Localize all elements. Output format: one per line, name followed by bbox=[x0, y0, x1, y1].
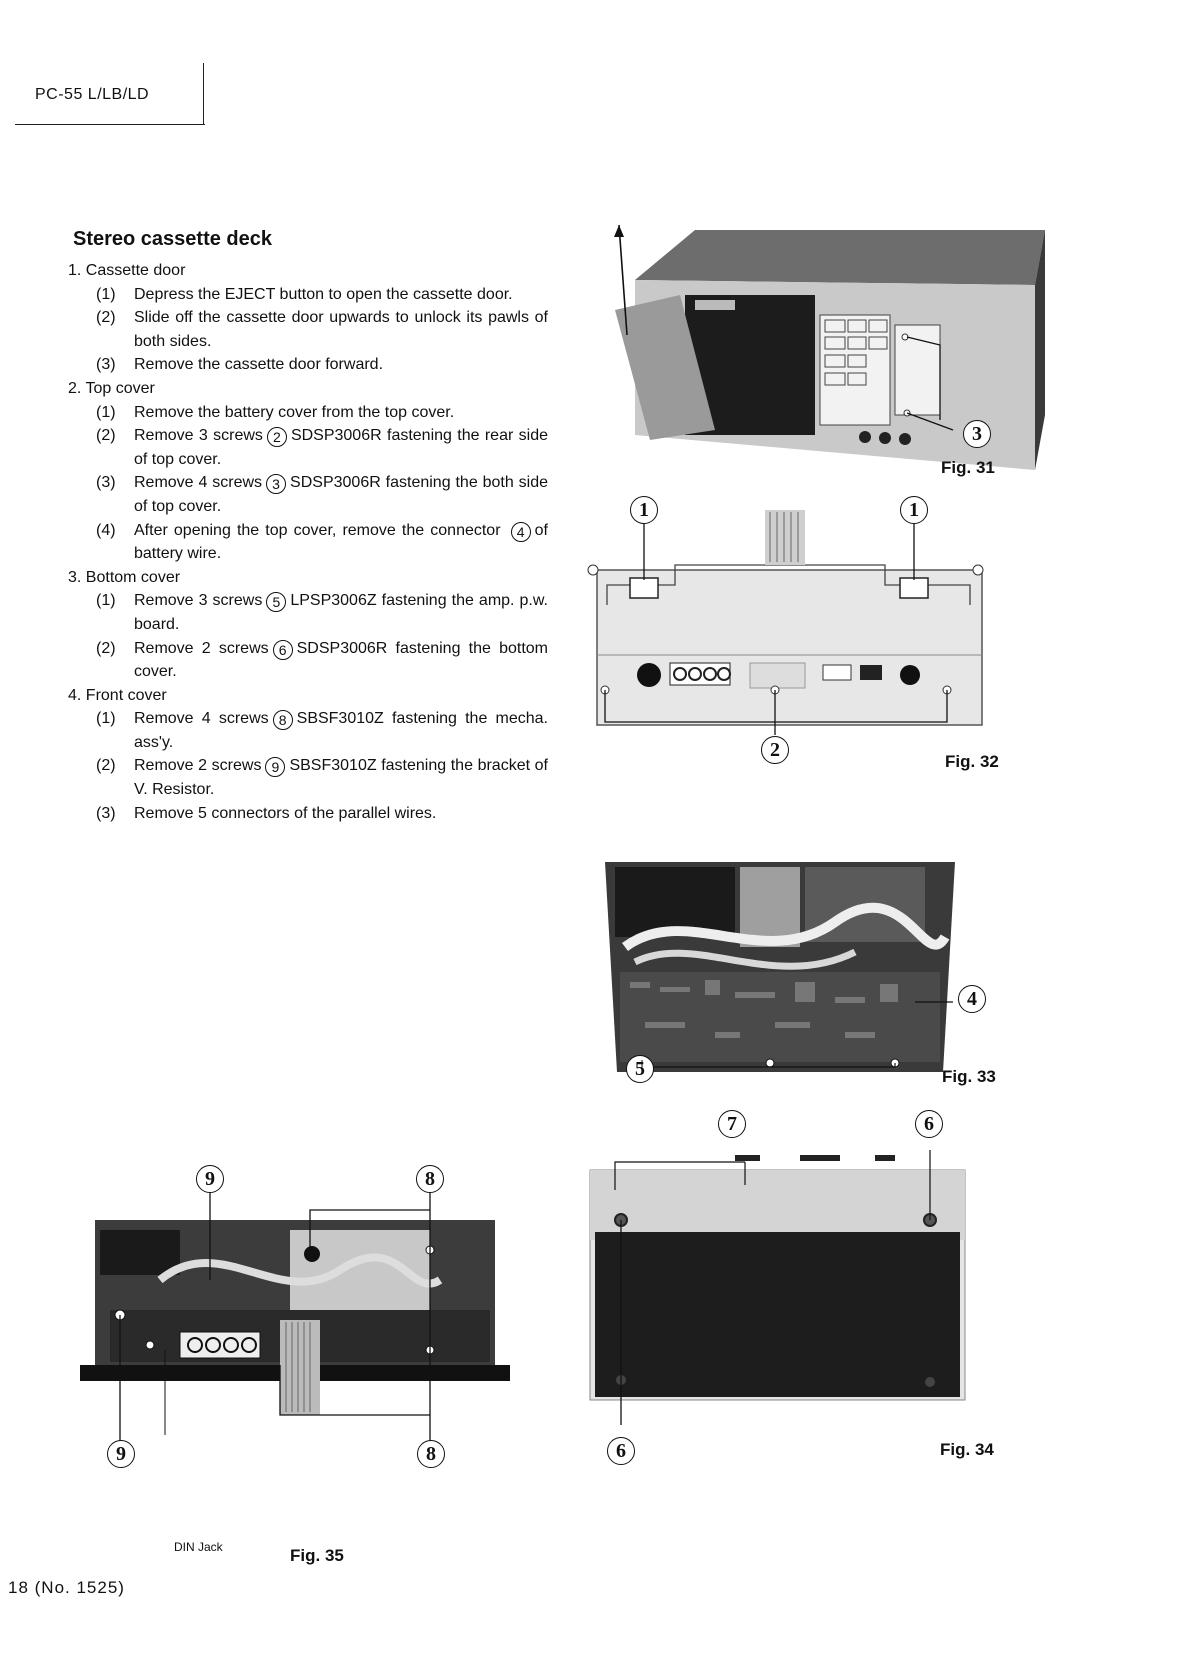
step: 1. Cassette door (1)Depress the EJECT bu… bbox=[68, 259, 548, 377]
sub-step: (2)Slide off the cassette door upwards t… bbox=[96, 309, 548, 350]
sub-step: (1)Depress the EJECT button to open the … bbox=[96, 285, 513, 303]
callout-1-left: 1 bbox=[630, 496, 658, 524]
callout-1-right: 1 bbox=[900, 496, 928, 524]
fig35-caption: Fig. 35 bbox=[290, 1546, 344, 1565]
fig34-caption: Fig. 34 bbox=[940, 1440, 994, 1459]
header-rule bbox=[15, 124, 205, 125]
fig35-photo bbox=[80, 1190, 510, 1445]
step-title: Cassette door bbox=[85, 262, 186, 279]
screw-marker: 5 bbox=[266, 592, 287, 613]
callout-8-top: 8 bbox=[416, 1165, 444, 1193]
callout-6-top: 6 bbox=[915, 1110, 943, 1138]
callout-9-top: 9 bbox=[196, 1165, 224, 1193]
screw-marker: 2 bbox=[266, 427, 287, 448]
callout-9-bottom: 9 bbox=[107, 1440, 135, 1468]
callout-7: 7 bbox=[718, 1110, 746, 1138]
sub-step: (4)After opening the top cover, remove t… bbox=[96, 521, 548, 563]
sub-step: (3)Remove the cassette door forward. bbox=[96, 356, 384, 374]
disassembly-steps: 1. Cassette door (1)Depress the EJECT bu… bbox=[68, 259, 548, 825]
step-title: Front cover bbox=[85, 686, 167, 704]
step-title: Top cover bbox=[85, 379, 155, 397]
step-number: 4. bbox=[68, 686, 82, 704]
callout-5: 5 bbox=[626, 1055, 654, 1083]
page-footer: 18 (No. 1525) bbox=[8, 1578, 125, 1597]
fig34-photo bbox=[589, 1150, 966, 1425]
fig31-photo bbox=[614, 225, 1045, 470]
screw-marker: 9 bbox=[265, 757, 286, 778]
section-title: Stereo cassette deck bbox=[73, 228, 273, 250]
callout-2: 2 bbox=[761, 736, 789, 764]
callout-4: 4 bbox=[958, 985, 986, 1013]
step-number: 2. bbox=[68, 379, 82, 397]
fig33-caption: Fig. 33 bbox=[942, 1067, 996, 1086]
callout-3: 3 bbox=[963, 420, 991, 448]
fig31-caption: Fig. 31 bbox=[941, 458, 995, 477]
screw-marker: 6 bbox=[272, 639, 293, 660]
fig33-photo bbox=[605, 862, 955, 1072]
sub-step: (3)Remove 5 connectors of the parallel w… bbox=[96, 804, 437, 822]
header-rule-vertical bbox=[203, 63, 204, 125]
callout-6-bottom: 6 bbox=[607, 1437, 635, 1465]
model-number: PC-55 L/LB/LD bbox=[35, 86, 150, 103]
callout-5-leader bbox=[641, 1060, 643, 1070]
screw-marker: 8 bbox=[272, 710, 293, 731]
step-number: 3. bbox=[68, 568, 82, 586]
screw-marker: 3 bbox=[266, 474, 287, 495]
connector-marker: 4 bbox=[510, 521, 531, 542]
step-number: 1. bbox=[68, 262, 82, 279]
callout-8-bottom: 8 bbox=[417, 1440, 445, 1468]
fig32-caption: Fig. 32 bbox=[945, 752, 999, 771]
step: 2. Top cover (1)Remove the battery cover… bbox=[68, 377, 548, 566]
fig32-photo bbox=[587, 510, 984, 735]
sub-step: (1)Remove the battery cover from the top… bbox=[96, 403, 455, 421]
step-title: Bottom cover bbox=[85, 568, 181, 586]
din-jack-label: DIN Jack bbox=[174, 1540, 223, 1554]
